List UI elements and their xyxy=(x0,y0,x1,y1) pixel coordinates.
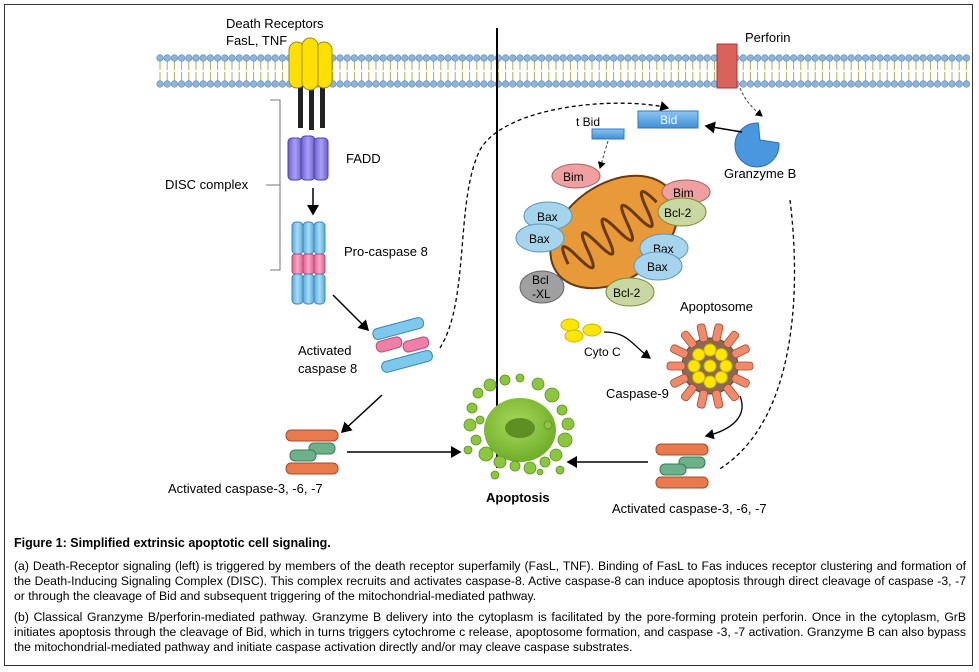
disc-complex-label: DISC complex xyxy=(165,177,249,192)
activated-caspase8-icon xyxy=(372,317,433,373)
apoptosis-label: Apoptosis xyxy=(486,490,550,505)
apoptotic-blebs xyxy=(463,373,575,480)
bid-icon xyxy=(637,110,699,129)
cell-membrane xyxy=(156,54,971,88)
bcl2-label-2: Bcl-2 xyxy=(613,286,641,300)
granzyme-b-icon xyxy=(734,122,780,168)
cyto-c-label: Cyto C xyxy=(584,345,621,359)
effector-caspase-left-icon xyxy=(285,429,339,475)
diagram: Death Receptors FasL, TNF Perforin DISC … xyxy=(156,16,971,516)
activated-caspase-left-label: Activated caspase-3, -6, -7 xyxy=(168,481,323,496)
bax-protein-2 xyxy=(515,223,565,253)
perforin-label: Perforin xyxy=(745,30,791,45)
bim-protein-1 xyxy=(551,163,601,189)
figure-caption: Figure 1: Simplified extrinsic apoptotic… xyxy=(14,536,966,661)
figure-title: Figure 1: Simplified extrinsic apoptotic… xyxy=(14,536,331,550)
activated-caspase8-label: Activated xyxy=(298,343,351,358)
bim-label-1: Bim xyxy=(563,170,584,184)
disc-bracket xyxy=(266,99,281,271)
activated-caspase-right-label: Activated caspase-3, -6, -7 xyxy=(612,501,767,516)
caption-paragraph-a: (a) Death-Receptor signaling (left) is t… xyxy=(14,559,966,603)
bclxl-label-2: -XL xyxy=(532,287,551,301)
pro-caspase8-icon xyxy=(291,221,326,305)
caspase8-activation-arrow xyxy=(332,294,370,332)
cyto-c-arrow xyxy=(603,331,652,359)
effector-caspase-right-icon xyxy=(655,443,709,489)
bcl2-protein-1 xyxy=(657,197,707,227)
caspase8-to-effector-arrow xyxy=(340,394,383,434)
apoptosome-to-effector-arrow xyxy=(704,395,743,440)
bax-label-4: Bax xyxy=(647,260,668,274)
apoptosome-icon xyxy=(666,323,754,409)
granzyme-to-bid-arrow xyxy=(704,121,743,134)
activated-caspase8-label-2: caspase 8 xyxy=(298,361,357,376)
caspase8-to-bid-dashed-arrow xyxy=(439,101,670,349)
apoptotic-cell-icon xyxy=(484,398,556,462)
tbid-label: t Bid xyxy=(576,115,600,129)
bim-label-2: Bim xyxy=(673,186,694,200)
perforin-pore-icon xyxy=(716,43,738,89)
tbid-to-mito-arrow xyxy=(597,140,609,169)
tbid-icon xyxy=(591,128,625,140)
death-receptors-label: Death Receptors xyxy=(226,16,324,31)
apoptosome-label: Apoptosome xyxy=(680,299,753,314)
bcl2-label-1: Bcl-2 xyxy=(664,206,692,220)
cyto-c-molecule xyxy=(582,323,602,337)
cyto-c-molecule xyxy=(564,329,584,343)
bid-label: Bid xyxy=(660,113,677,127)
bclxl-protein xyxy=(519,270,565,304)
bclxl-label-1: Bcl xyxy=(532,273,549,287)
fadd-label: FADD xyxy=(346,151,381,166)
death-receptor-icon xyxy=(288,37,333,130)
figure-frame xyxy=(4,4,973,666)
caption-paragraph-b: (b) Classical Granzyme B/perforin-mediat… xyxy=(14,610,966,654)
cyto-c-molecule xyxy=(560,318,580,332)
bax-label-2: Bax xyxy=(529,232,550,246)
perforin-to-granzyme-arrow xyxy=(739,87,763,117)
caspase9-label: Caspase-9 xyxy=(606,386,669,401)
pro-caspase8-label: Pro-caspase 8 xyxy=(344,244,428,259)
bax-protein-4 xyxy=(633,251,683,281)
fadd-icon xyxy=(287,135,329,181)
bax-label-1: Bax xyxy=(537,210,558,224)
granzyme-b-label: Granzyme B xyxy=(724,166,796,181)
fasl-tnf-label: FasL, TNF xyxy=(226,33,287,48)
bcl2-protein-2 xyxy=(605,277,655,307)
